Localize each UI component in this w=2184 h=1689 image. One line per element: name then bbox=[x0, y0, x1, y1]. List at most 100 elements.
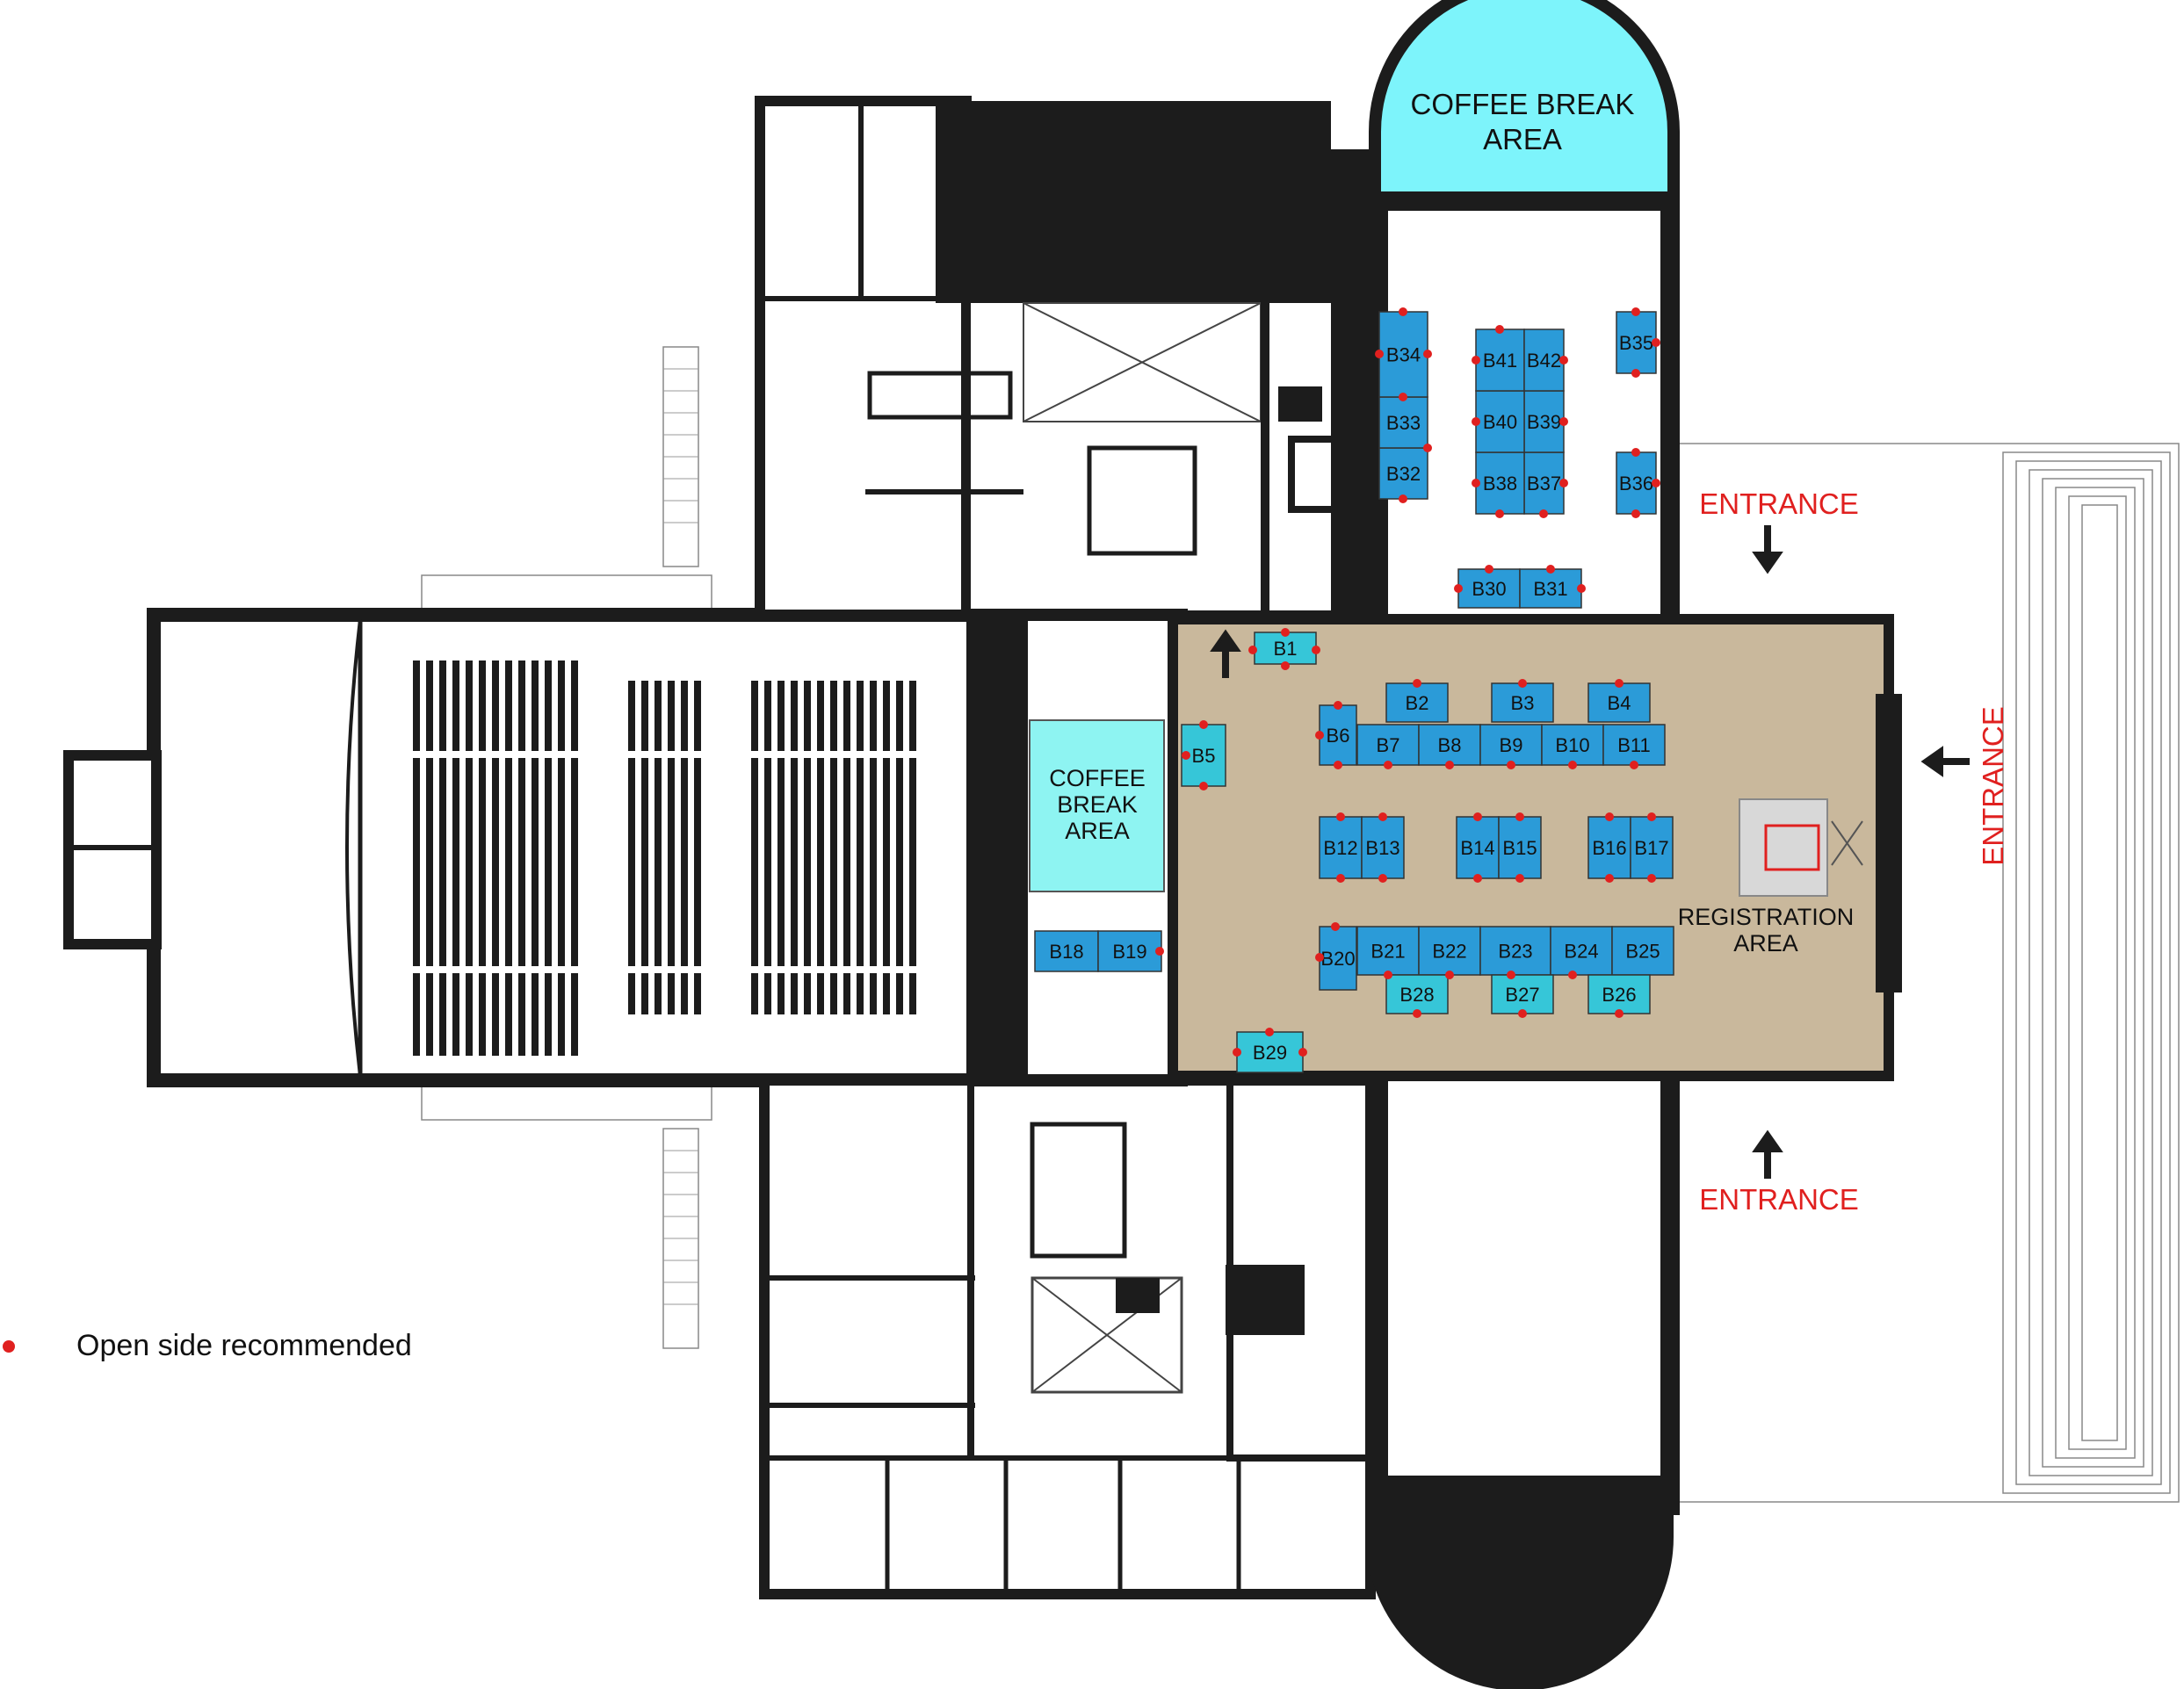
open-side-dot bbox=[1647, 874, 1656, 883]
booth-label: B11 bbox=[1617, 734, 1651, 756]
booth-label: B41 bbox=[1483, 350, 1517, 372]
open-side-dot bbox=[1298, 1048, 1307, 1057]
open-side-dot bbox=[1515, 812, 1524, 821]
booth-b42: B42 bbox=[1523, 328, 1565, 392]
booth-label: B35 bbox=[1619, 332, 1653, 354]
booth-shape bbox=[1456, 816, 1500, 879]
open-side-dot bbox=[1375, 350, 1384, 358]
booth-label: B33 bbox=[1386, 412, 1421, 434]
open-side-dot bbox=[1507, 971, 1515, 979]
booth-b9: B9 bbox=[1479, 724, 1543, 766]
open-side-dot bbox=[1472, 417, 1480, 426]
booth-b34: B34 bbox=[1378, 311, 1428, 398]
registration-label-1: REGISTRATION bbox=[1678, 904, 1855, 930]
open-side-dot bbox=[1334, 761, 1342, 769]
open-side-dot bbox=[1495, 509, 1504, 518]
booth-label: B18 bbox=[1049, 941, 1083, 963]
booth-shape bbox=[1587, 816, 1631, 879]
booth-shape bbox=[1541, 724, 1604, 766]
booth-label: B12 bbox=[1323, 837, 1357, 859]
booth-label: B16 bbox=[1592, 837, 1626, 859]
entrance-south-label: ENTRANCE bbox=[1699, 1183, 1859, 1216]
open-side-dot bbox=[1399, 307, 1407, 316]
booth-label: B9 bbox=[1500, 734, 1523, 756]
booth-label: B34 bbox=[1386, 344, 1421, 366]
booth-b24: B24 bbox=[1550, 926, 1613, 976]
entrance-east-label: ENTRANCE bbox=[1977, 706, 2009, 866]
open-side-dot bbox=[1423, 444, 1432, 452]
open-side-dot bbox=[1495, 325, 1504, 334]
south-wing bbox=[759, 1075, 1376, 1599]
booth-b14: B14 bbox=[1456, 816, 1500, 879]
booth-b12: B12 bbox=[1319, 816, 1363, 879]
booth-shape bbox=[1378, 396, 1428, 449]
open-side-dot bbox=[1647, 812, 1656, 821]
booth-shape bbox=[1475, 451, 1525, 515]
booth-b32: B32 bbox=[1378, 447, 1428, 500]
booth-label: B7 bbox=[1377, 734, 1400, 756]
booth-shape bbox=[1475, 328, 1525, 392]
open-side-dot bbox=[1454, 584, 1463, 593]
open-side-dot bbox=[1182, 751, 1190, 760]
open-side-dot bbox=[1630, 761, 1638, 769]
northwest-wing bbox=[755, 96, 1379, 620]
booth-label: B6 bbox=[1327, 725, 1350, 747]
open-side-dot bbox=[1615, 679, 1624, 688]
booth-b25: B25 bbox=[1611, 926, 1674, 976]
coffee-break-side-label-3: AREA bbox=[1065, 818, 1130, 844]
registration-label-2: AREA bbox=[1733, 930, 1798, 956]
booth-label: B3 bbox=[1511, 692, 1535, 714]
booth-label: B28 bbox=[1399, 984, 1434, 1006]
booth-label: B31 bbox=[1533, 578, 1567, 600]
booth-shape bbox=[1491, 974, 1554, 1014]
open-side-dot bbox=[1473, 812, 1482, 821]
booth-b20: B20 bbox=[1319, 926, 1357, 991]
booth-label: B2 bbox=[1406, 692, 1429, 714]
booth-shape bbox=[1630, 816, 1674, 879]
booth-label: B30 bbox=[1472, 578, 1506, 600]
open-side-dot bbox=[1423, 350, 1432, 358]
coffee-rotunda: COFFEE BREAK AREA bbox=[1369, 0, 1680, 204]
booth-b39: B39 bbox=[1523, 390, 1565, 453]
booth-label: B26 bbox=[1602, 984, 1636, 1006]
booth-label: B42 bbox=[1527, 350, 1561, 372]
open-side-dot bbox=[1559, 417, 1568, 426]
booth-shape bbox=[1479, 724, 1543, 766]
booth-label: B4 bbox=[1608, 692, 1631, 714]
booth-label: B8 bbox=[1438, 734, 1462, 756]
booth-b2: B2 bbox=[1385, 682, 1449, 723]
open-side-dot bbox=[1281, 628, 1290, 637]
booth-shape bbox=[1097, 930, 1162, 972]
open-side-dots bbox=[1155, 307, 1660, 1057]
booth-b19: B19 bbox=[1097, 930, 1162, 972]
booth-label: B20 bbox=[1320, 948, 1355, 970]
booth-b38: B38 bbox=[1475, 451, 1525, 515]
open-side-dot bbox=[1473, 874, 1482, 883]
open-side-dot bbox=[1631, 509, 1640, 518]
booth-b16: B16 bbox=[1587, 816, 1631, 879]
booth-label: B14 bbox=[1460, 837, 1494, 859]
booth-b36: B36 bbox=[1616, 451, 1657, 515]
open-side-dot bbox=[1507, 761, 1515, 769]
arrow-up-icon bbox=[1752, 1130, 1783, 1179]
open-side-dot bbox=[1399, 494, 1407, 503]
open-side-dot bbox=[1559, 356, 1568, 365]
open-side-dot bbox=[1445, 761, 1454, 769]
booth-label: B27 bbox=[1505, 984, 1539, 1006]
open-side-dot bbox=[1605, 812, 1614, 821]
open-side-dot bbox=[1518, 1009, 1527, 1018]
open-side-dot bbox=[1445, 971, 1454, 979]
booth-shape bbox=[1361, 816, 1405, 879]
open-side-dot bbox=[1281, 661, 1290, 670]
booth-b29: B29 bbox=[1236, 1031, 1304, 1073]
booth-label: B1 bbox=[1274, 638, 1298, 660]
booth-b23: B23 bbox=[1479, 926, 1551, 976]
booth-b22: B22 bbox=[1418, 926, 1481, 976]
open-side-dot bbox=[1413, 1009, 1421, 1018]
booth-label: B17 bbox=[1634, 837, 1668, 859]
open-side-dot bbox=[1384, 971, 1392, 979]
booth-shape bbox=[1523, 390, 1565, 453]
open-side-dot bbox=[1472, 479, 1480, 487]
open-side-dot bbox=[1155, 947, 1164, 956]
